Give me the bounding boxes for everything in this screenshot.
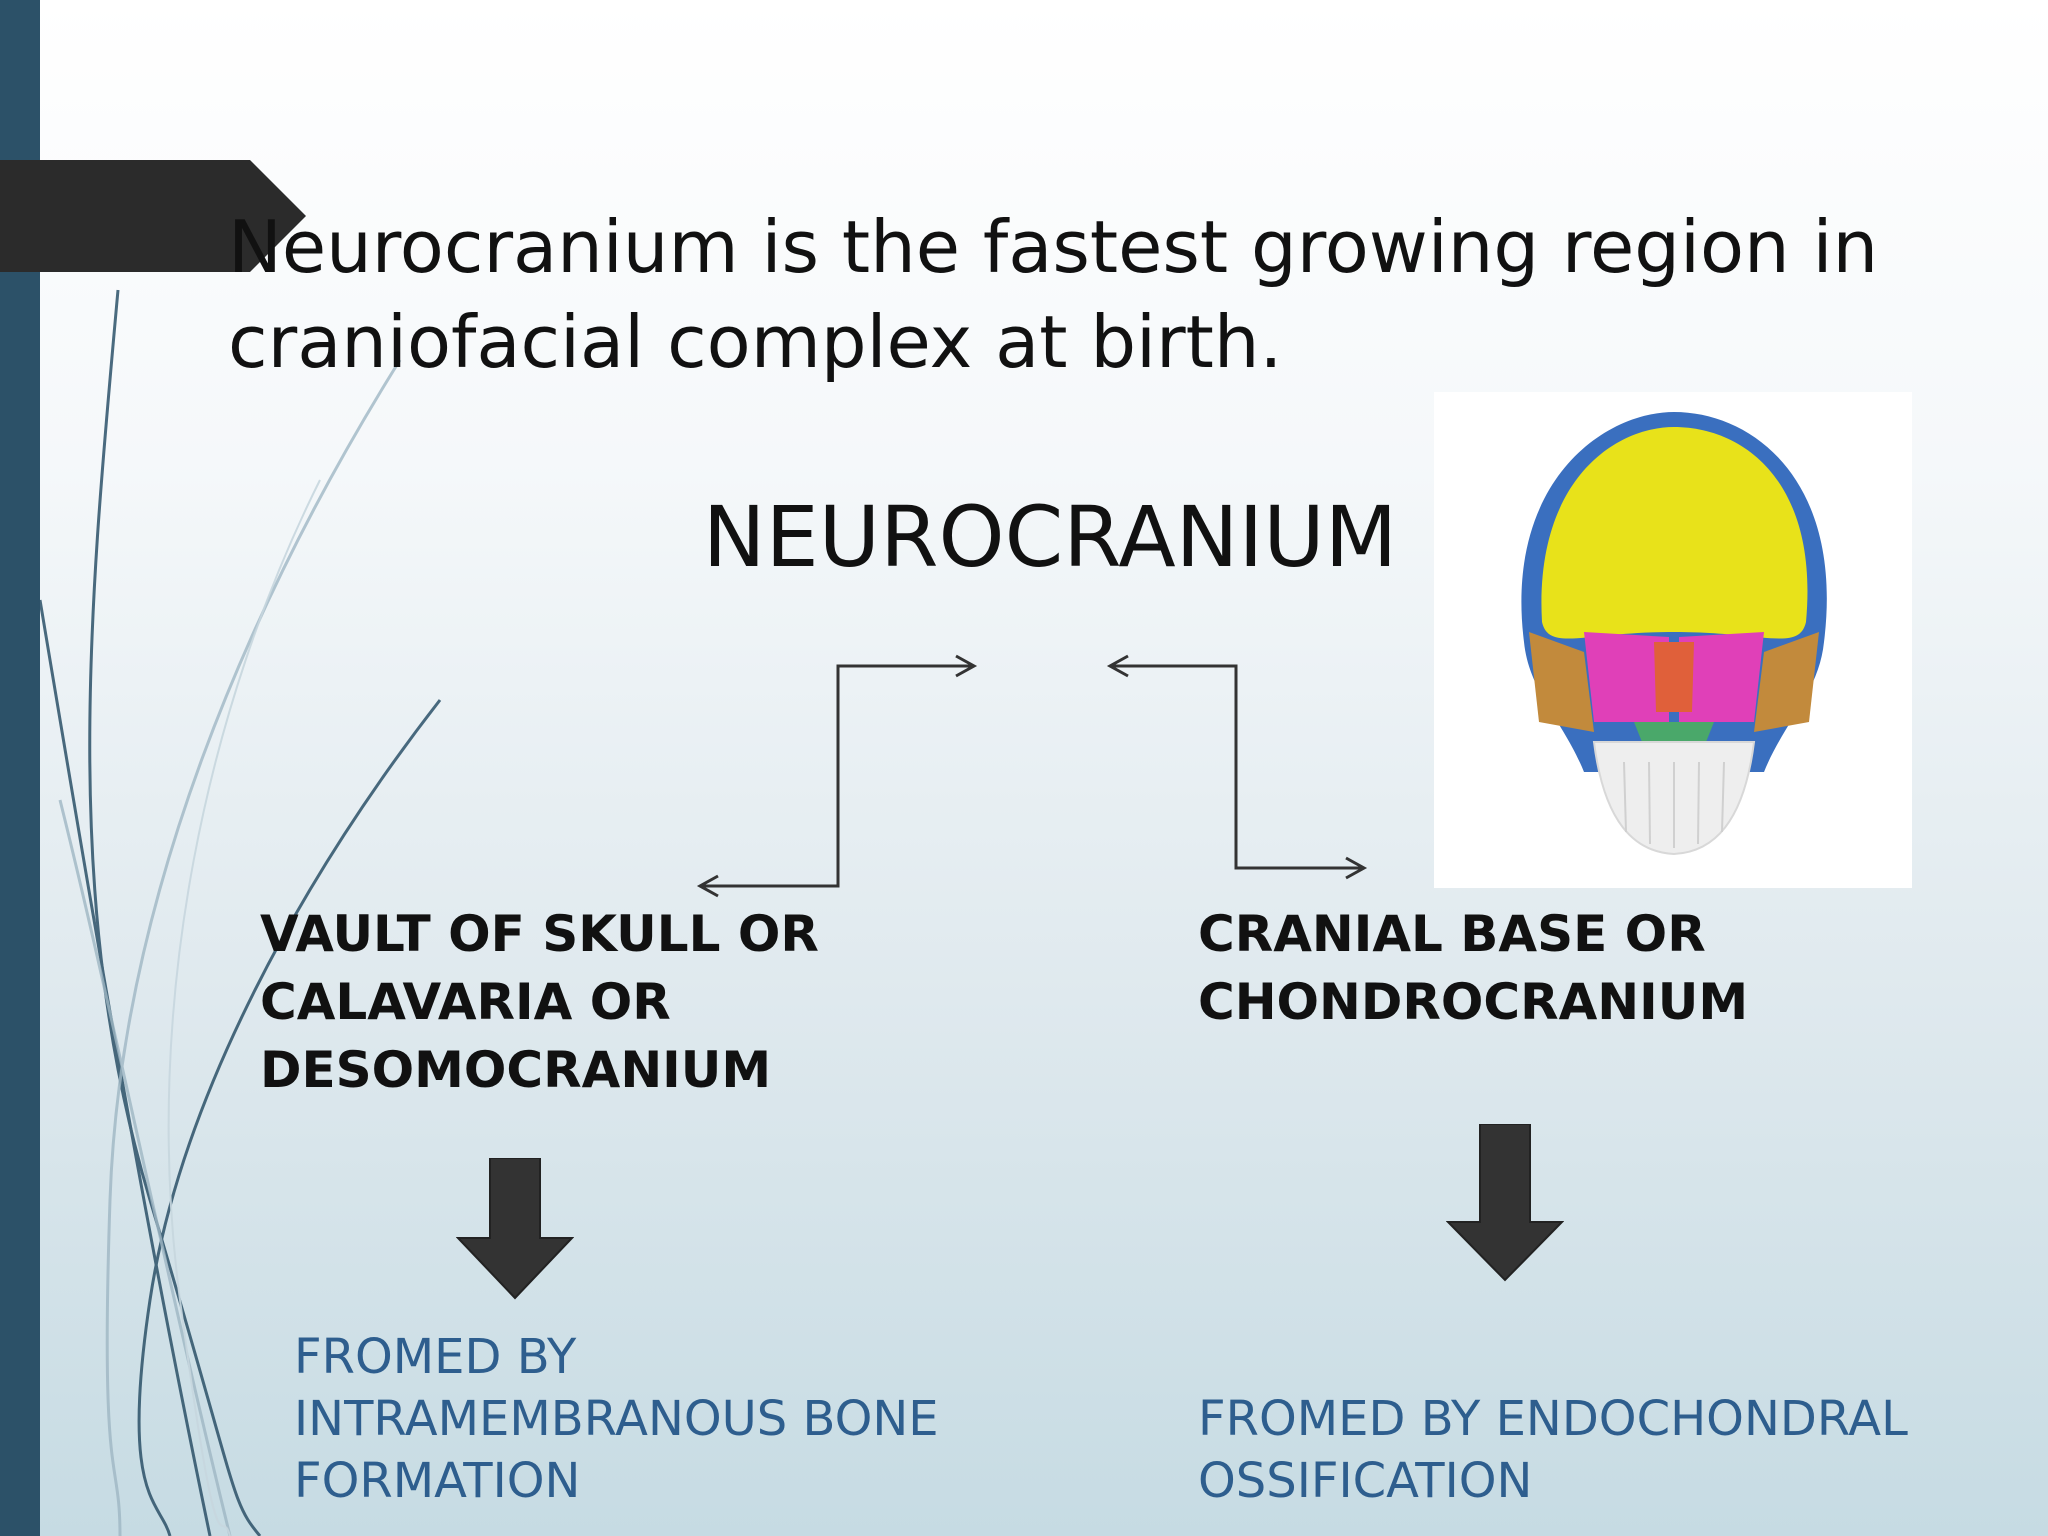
decorative-curves xyxy=(38,289,442,1536)
left-elbow-connector xyxy=(702,664,972,888)
vault-branch-label: VAULT OF SKULL OR CALAVARIA OR DESOMOCRA… xyxy=(260,905,819,1099)
right-arrowhead-top xyxy=(1106,654,1129,678)
neurocranium-label: NEUROCRANIUM xyxy=(702,488,1398,586)
headline-line-1: Neurocranium is the fastest growing regi… xyxy=(228,205,1879,289)
skull-icon xyxy=(1521,412,1827,856)
arrow-down-icon xyxy=(1446,1124,1564,1282)
right-elbow-connector xyxy=(1112,664,1362,870)
intramembranous-formation-text: FROMED BY INTRAMEMBRANOUS BONE FORMATION xyxy=(294,1329,939,1509)
endochondral-ossification-text: FROMED BY ENDOCHONDRAL OSSIFICATION xyxy=(1198,1391,1908,1509)
title-tab-arrow xyxy=(0,160,306,272)
right-arrowhead-bottom xyxy=(1345,856,1368,880)
left-arrowhead-bottom xyxy=(696,874,719,898)
headline-line-2: craniofacial complex at birth. xyxy=(228,300,1283,384)
slide-headline: Neurocranium is the fastest growing regi… xyxy=(228,200,1928,390)
skull-image xyxy=(1434,392,1912,888)
left-arrowhead-top xyxy=(955,654,978,678)
cranial-base-branch-label: CRANIAL BASE OR CHONDROCRANIUM xyxy=(1198,905,1749,1031)
arrow-down-icon xyxy=(456,1158,574,1300)
